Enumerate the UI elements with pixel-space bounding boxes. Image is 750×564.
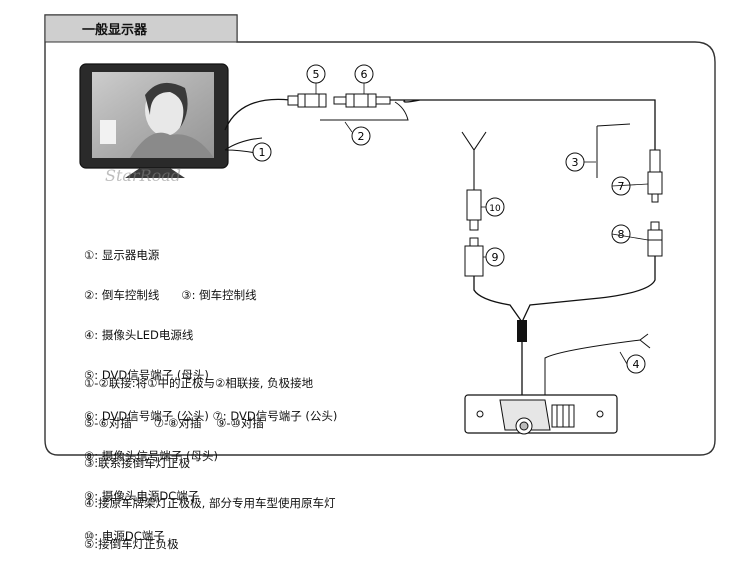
connector-10-dc	[466, 189, 482, 231]
callout-3: 3	[572, 156, 579, 169]
monitor-brand-watermark: StarRoad	[105, 166, 181, 185]
callout-6: 6	[361, 68, 368, 81]
callout-1: 1	[259, 146, 266, 159]
connector-6-male	[333, 93, 391, 108]
callout-2: 2	[358, 130, 365, 143]
wiring-notes: ①-②联接:将①中的正极与②相联接, 负极接地 ⑤-⑥对插 ⑦-⑧对插 ⑨-⑩对…	[84, 350, 336, 564]
connector-7-male	[647, 149, 663, 203]
callout-4: 4	[633, 358, 640, 371]
connector-8-female	[647, 221, 663, 257]
callout-5: 5	[313, 68, 320, 81]
legend-item: ⑧: 摄像头信号端子 (母头)	[84, 448, 218, 463]
wiring-diagram: 1 2 3 4 5 6 7 8 9 10 StarRoad	[44, 14, 716, 456]
legend-item: ⑤: DVD信号端子 (母头)	[84, 368, 209, 383]
panel-frame	[44, 14, 716, 456]
note-item: ⑤-⑥对插 ⑦-⑧对插 ⑨-⑩对插	[84, 416, 264, 431]
page-title: 一般显示器	[82, 23, 148, 38]
note-item: ③:联系接倒车灯正极	[84, 456, 191, 471]
connector-9-dc	[464, 237, 484, 277]
license-plate-camera	[464, 394, 618, 435]
callout-9: 9	[492, 251, 499, 264]
note-item: ①-②联接:将①中的正极与②相联接, 负极接地	[84, 375, 314, 390]
callout-10: 10	[489, 204, 501, 214]
legend-item: ⑥: DVD信号端子 (公头) ⑦: DVD信号端子 (公头)	[84, 408, 338, 423]
callout-7: 7	[618, 180, 625, 193]
note-item: ⑤:接倒车灯正负极	[84, 536, 179, 551]
cable-splice	[517, 320, 527, 342]
legend-item: ①: 显示器电源	[84, 247, 160, 262]
connector-5-female	[287, 93, 327, 108]
legend-item: ④: 摄像头LED电源线	[84, 328, 194, 343]
callout-8: 8	[618, 228, 625, 241]
monitor	[79, 63, 229, 178]
note-item: ④:接原车牌架灯正极极, 部分专用车型使用原车灯	[84, 496, 336, 511]
legend-item: ②: 倒车控制线 ③: 倒车控制线	[84, 288, 257, 303]
